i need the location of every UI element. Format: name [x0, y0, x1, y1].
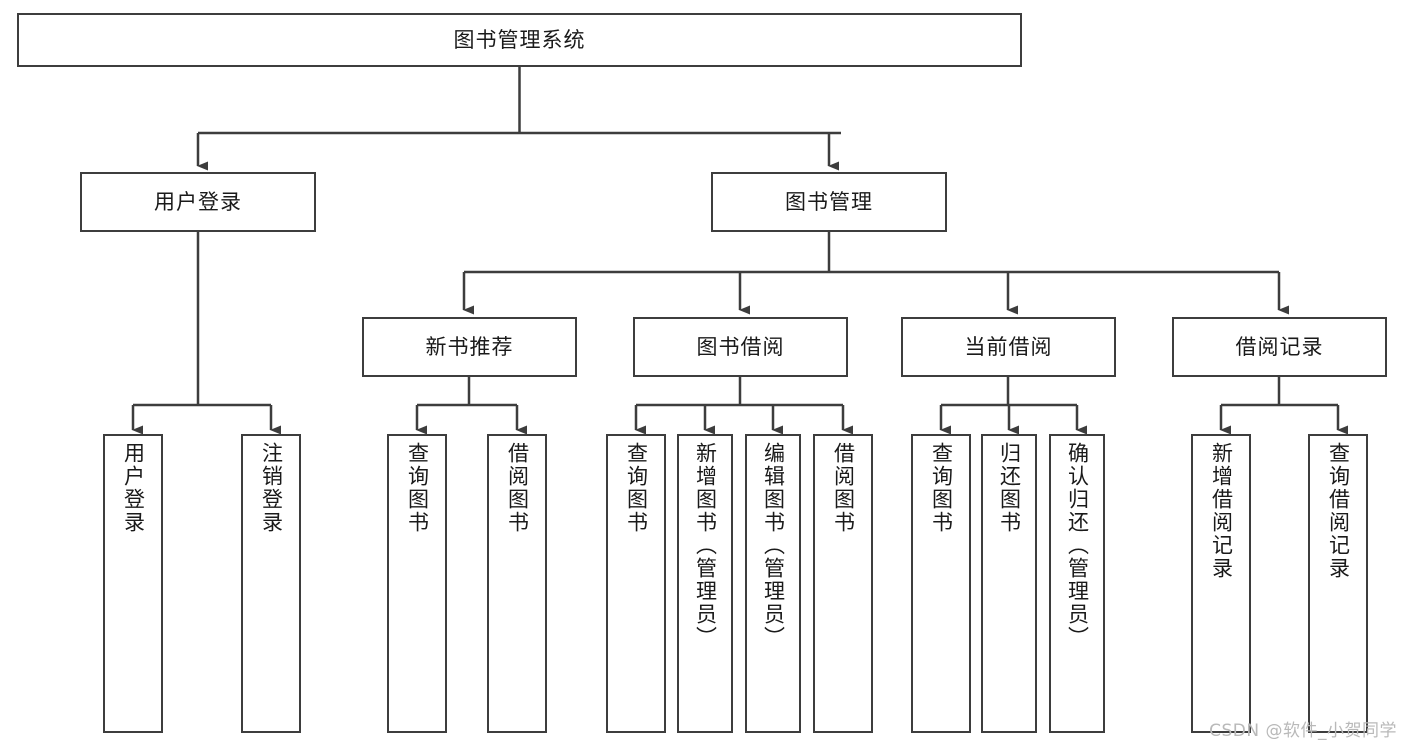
leaf-label: 借阅图书	[505, 442, 530, 534]
node-current-borrow[interactable]: 当前借阅	[901, 317, 1116, 377]
leaf-label: 查询图书	[929, 442, 954, 534]
leaf-label: 归还图书	[997, 442, 1022, 534]
leaf-borrow-edit-book-admin[interactable]: 编辑图书（管理员）	[745, 434, 801, 733]
leaf-label: 查询图书	[624, 442, 649, 534]
leaf-label: 确认归还（管理员）	[1065, 442, 1090, 649]
leaf-new-book-query[interactable]: 查询图书	[387, 434, 447, 733]
leaf-label: 注销登录	[259, 442, 284, 534]
leaf-current-confirm-return-admin[interactable]: 确认归还（管理员）	[1049, 434, 1105, 733]
node-book-management[interactable]: 图书管理	[711, 172, 947, 232]
node-label: 用户登录	[154, 189, 242, 214]
leaf-user-login-signin[interactable]: 用户登录	[103, 434, 163, 733]
watermark-text: CSDN @软件_小贺同学	[1209, 721, 1397, 741]
node-root-book-management-system[interactable]: 图书管理系统	[17, 13, 1022, 67]
leaf-label: 用户登录	[121, 442, 146, 534]
node-borrow-records[interactable]: 借阅记录	[1172, 317, 1387, 377]
leaf-records-query-record[interactable]: 查询借阅记录	[1308, 434, 1368, 733]
leaf-label: 新增借阅记录	[1209, 442, 1234, 580]
node-label: 新书推荐	[425, 334, 514, 359]
node-new-book-recommend[interactable]: 新书推荐	[362, 317, 577, 377]
node-book-borrow[interactable]: 图书借阅	[633, 317, 848, 377]
leaf-current-query-book[interactable]: 查询图书	[911, 434, 971, 733]
leaf-label: 新增图书（管理员）	[693, 442, 718, 649]
node-user-login[interactable]: 用户登录	[80, 172, 316, 232]
leaf-borrow-add-book-admin[interactable]: 新增图书（管理员）	[677, 434, 733, 733]
leaf-label: 编辑图书（管理员）	[761, 442, 786, 649]
leaf-label: 查询借阅记录	[1326, 442, 1351, 580]
node-label: 当前借阅	[964, 334, 1053, 359]
node-label: 图书管理	[785, 189, 873, 214]
node-label: 图书管理系统	[453, 27, 586, 52]
leaf-records-add-record[interactable]: 新增借阅记录	[1191, 434, 1251, 733]
node-label: 借阅记录	[1235, 334, 1324, 359]
leaf-label: 借阅图书	[831, 442, 856, 534]
leaf-user-login-logout[interactable]: 注销登录	[241, 434, 301, 733]
leaf-label: 查询图书	[405, 442, 430, 534]
leaf-borrow-query-book[interactable]: 查询图书	[606, 434, 666, 733]
leaf-current-return-book[interactable]: 归还图书	[981, 434, 1037, 733]
node-label: 图书借阅	[696, 334, 785, 359]
leaf-borrow-borrow-book[interactable]: 借阅图书	[813, 434, 873, 733]
leaf-new-book-borrow[interactable]: 借阅图书	[487, 434, 547, 733]
